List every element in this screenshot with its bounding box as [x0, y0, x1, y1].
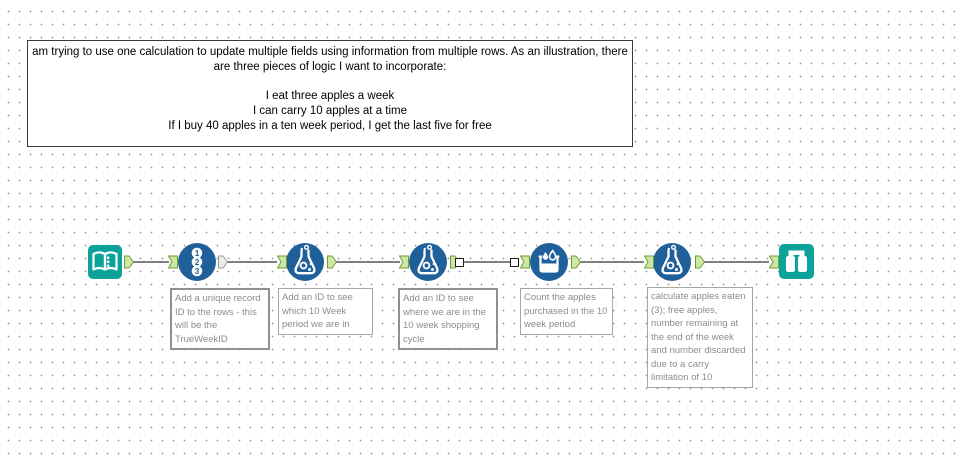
- annotation-formula-3[interactable]: calculate apples eaten (3); free apples,…: [647, 287, 753, 388]
- connection[interactable]: [580, 261, 644, 263]
- tool-formula-3[interactable]: [653, 243, 691, 281]
- comment-line: am trying to use one calculation to upda…: [32, 46, 628, 58]
- input-anchor-icon[interactable]: [276, 255, 287, 269]
- svg-text:3: 3: [195, 267, 200, 276]
- annotation-running-total[interactable]: Count the apples purchased in the 10 wee…: [520, 288, 613, 335]
- annotation-record-id[interactable]: Add a unique record ID to the rows - thi…: [170, 288, 270, 350]
- formula-flask-icon: [294, 244, 316, 275]
- input-anchor-icon[interactable]: [519, 255, 530, 269]
- formula-flask-icon: [661, 244, 683, 275]
- record-id-123-icon: 1 2 3: [191, 247, 203, 277]
- output-anchor-icon[interactable]: [695, 255, 706, 269]
- output-anchor-icon[interactable]: [571, 255, 582, 269]
- comment-spacer: [28, 75, 632, 89]
- output-anchor-icon[interactable]: [124, 255, 135, 269]
- connection-endpoint-handle[interactable]: [510, 258, 519, 267]
- tool-formula-1[interactable]: [286, 243, 324, 281]
- input-anchor-icon[interactable]: [167, 255, 178, 269]
- comment-line: If I buy 40 apples in a ten week period,…: [168, 120, 492, 132]
- browse-binoculars-icon: [786, 250, 807, 272]
- annotation-formula-1[interactable]: Add an ID to see which 10 Week period we…: [278, 288, 373, 335]
- svg-text:2: 2: [195, 258, 200, 267]
- tool-running-total[interactable]: [530, 243, 568, 281]
- connection[interactable]: [133, 261, 169, 263]
- comment-box[interactable]: am trying to use one calculation to upda…: [27, 40, 633, 147]
- output-anchor-icon[interactable]: [327, 255, 338, 269]
- input-anchor-icon[interactable]: [398, 255, 409, 269]
- input-anchor-icon[interactable]: [643, 255, 654, 269]
- connection[interactable]: [336, 261, 400, 263]
- running-total-bucket-icon: [538, 249, 560, 273]
- connection[interactable]: [704, 261, 769, 263]
- formula-flask-icon: [417, 244, 439, 275]
- input-anchor-icon[interactable]: [768, 255, 779, 269]
- svg-text:1: 1: [195, 249, 200, 258]
- output-anchor-gray-icon[interactable]: [218, 255, 229, 269]
- annotation-formula-2[interactable]: Add an ID to see where we are in the 10 …: [398, 288, 498, 350]
- comment-line: I can carry 10 apples at a time: [252, 105, 408, 117]
- tool-record-id[interactable]: 1 2 3: [178, 243, 216, 281]
- tool-input-data[interactable]: [88, 245, 122, 279]
- connection-selected[interactable]: [459, 261, 514, 263]
- tool-browse[interactable]: [779, 244, 814, 279]
- connection-endpoint-handle[interactable]: [455, 258, 464, 267]
- connection[interactable]: [227, 261, 277, 263]
- comment-line: I eat three apples a week: [265, 90, 395, 102]
- open-book-icon: [92, 251, 118, 271]
- comment-line: are three pieces of logic I want to inco…: [213, 61, 447, 73]
- tool-formula-2[interactable]: [409, 243, 447, 281]
